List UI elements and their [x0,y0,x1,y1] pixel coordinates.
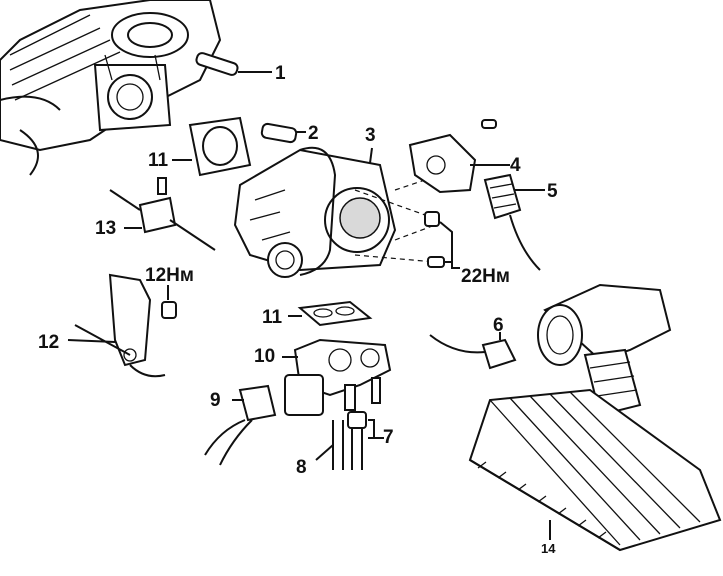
callout-14: 14 [541,541,556,556]
part-10-valve-body [282,338,392,416]
part-11-gasket-mid [288,300,373,327]
part-5-connector [483,173,545,271]
part-14-air-cleaner [468,283,722,552]
part-2-sleeve [260,122,306,144]
fasteners-22nm [424,211,460,269]
callout-4: 4 [510,155,521,176]
part-11-gasket-top [172,116,252,177]
callout-13: 13 [95,218,116,239]
torque-22nm: 22Нм [461,266,510,287]
callout-2: 2 [308,123,319,144]
callout-11-mid: 11 [262,307,283,328]
callout-1: 1 [275,63,286,84]
parts-7-8-hoses [315,411,384,470]
callout-7: 7 [383,427,394,448]
part-4-sensor [408,119,510,194]
part-6-plug [429,332,517,370]
callout-8: 8 [296,457,307,478]
intake-manifold [0,0,222,176]
part-1-pin [195,52,272,76]
part-13-bracket [109,177,216,251]
callout-5: 5 [547,181,558,202]
part-9-connector [204,384,277,466]
callout-3: 3 [365,125,376,146]
callout-9: 9 [210,390,221,411]
part-12-bracket [67,273,177,378]
callout-12: 12 [38,332,59,353]
part-3-throttle-body [233,146,397,278]
torque-12nm: 12Нм [145,265,194,286]
callout-6: 6 [493,315,504,336]
callout-11-top: 11 [148,150,169,171]
callout-10: 10 [254,346,275,367]
